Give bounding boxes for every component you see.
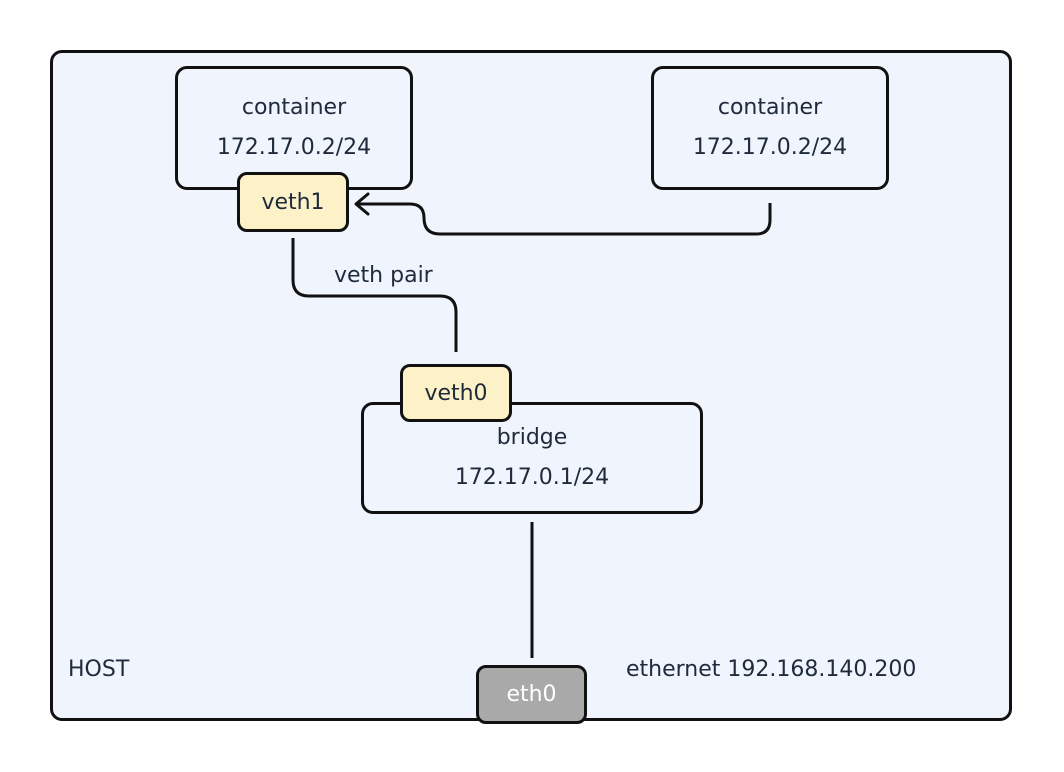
veth-pair-line bbox=[291, 238, 458, 352]
veth1-interface: veth1 bbox=[237, 172, 349, 232]
container-left: container 172.17.0.2/24 bbox=[175, 66, 413, 190]
container-right: container 172.17.0.2/24 bbox=[651, 66, 889, 190]
container-right-ip: 172.17.0.2/24 bbox=[692, 135, 848, 160]
host-label: HOST bbox=[68, 657, 130, 682]
container-left-name: container bbox=[241, 95, 347, 120]
bridge-ip: 172.17.0.1/24 bbox=[454, 465, 610, 490]
container-left-ip: 172.17.0.2/24 bbox=[216, 135, 372, 160]
bridge-name: bridge bbox=[496, 425, 568, 450]
veth-pair-label: veth pair bbox=[334, 263, 433, 288]
arrowhead bbox=[354, 192, 370, 216]
ethernet-label: ethernet 192.168.140.200 bbox=[626, 657, 917, 682]
container-right-name: container bbox=[717, 95, 823, 120]
veth0-interface: veth0 bbox=[400, 364, 512, 422]
arrow-right-container-to-veth1 bbox=[356, 202, 772, 236]
eth0-interface: eth0 bbox=[476, 665, 587, 724]
